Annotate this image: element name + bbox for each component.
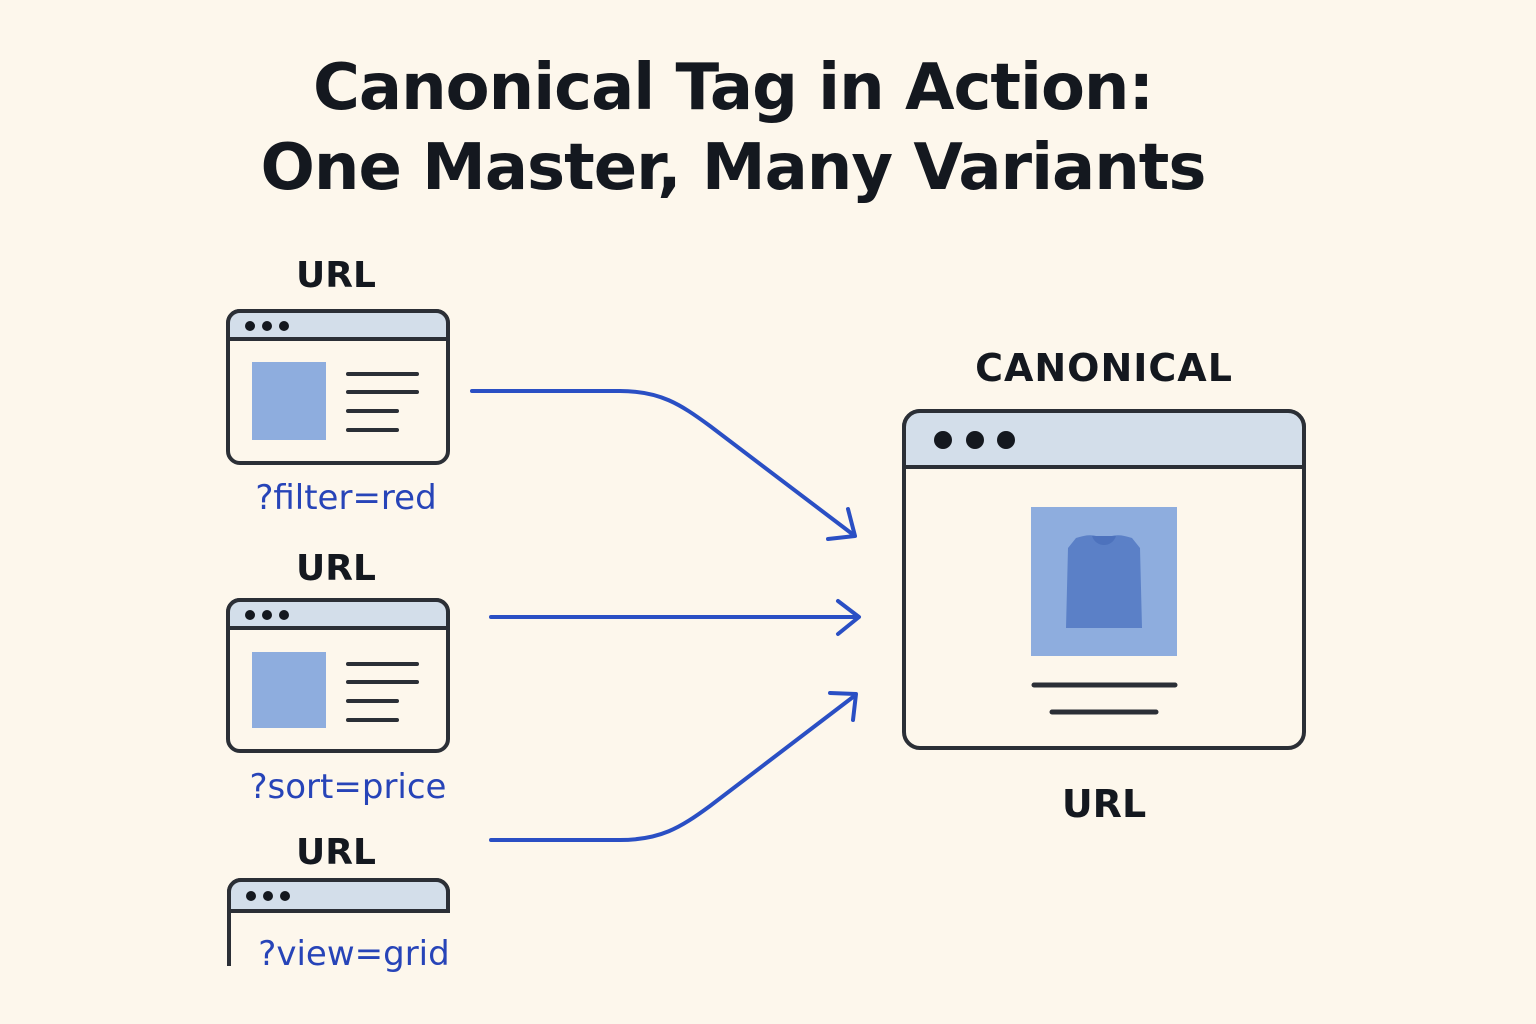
variant-2-query: ?sort=price xyxy=(249,767,447,807)
sweater-icon xyxy=(1066,535,1142,628)
text-lines-icon xyxy=(1031,682,1178,715)
window-dots-icon xyxy=(246,891,290,901)
variant-3-query: ?view=grid xyxy=(258,934,450,974)
variant-window-1 xyxy=(226,309,450,465)
arrow-variant-1 xyxy=(470,389,857,541)
canonical-label: CANONICAL xyxy=(975,346,1233,390)
variant-1-query: ?filter=red xyxy=(255,478,437,518)
variant-window-3 xyxy=(227,878,450,966)
variant-3-url-label: URL xyxy=(296,832,376,873)
title-line-2: One Master, Many Variants xyxy=(260,131,1207,205)
variant-2-url-label: URL xyxy=(296,548,376,589)
variant-1-url-label: URL xyxy=(296,255,376,296)
arrow-variant-2 xyxy=(489,599,861,636)
thumbnail-image xyxy=(252,652,326,728)
window-dots-icon xyxy=(934,431,1015,449)
window-dots-icon xyxy=(245,321,289,331)
arrow-variant-3 xyxy=(489,691,858,842)
canonical-url-label: URL xyxy=(1061,782,1147,826)
diagram-title: Canonical Tag in Action: One Master, Man… xyxy=(0,48,1466,208)
thumbnail-image xyxy=(252,362,326,440)
variant-window-2 xyxy=(226,598,450,753)
window-dots-icon xyxy=(245,610,289,620)
canonical-window xyxy=(902,409,1306,750)
title-line-1: Canonical Tag in Action: xyxy=(312,51,1154,125)
text-lines-icon xyxy=(346,372,419,432)
text-lines-icon xyxy=(346,662,419,722)
